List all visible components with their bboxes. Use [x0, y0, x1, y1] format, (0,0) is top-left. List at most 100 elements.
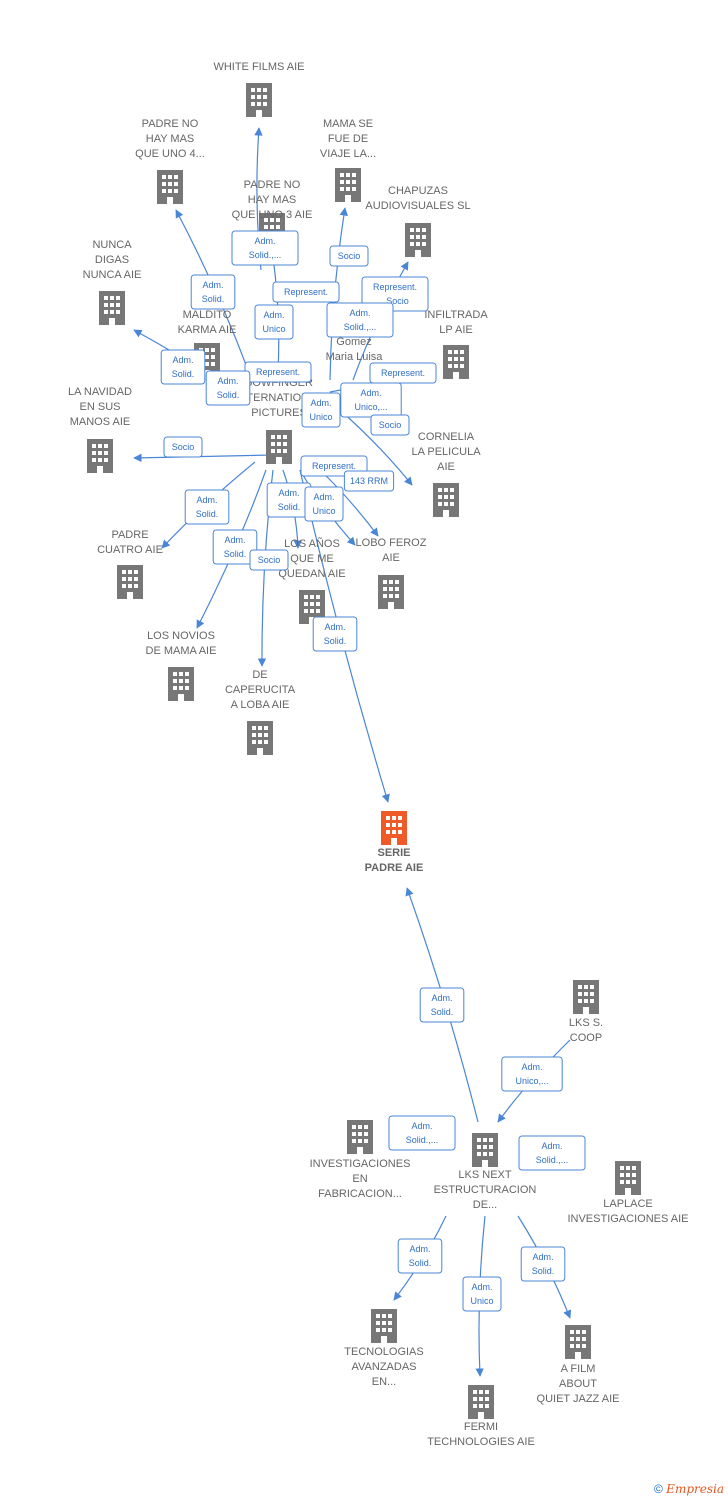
node-label-line: HAY MAS: [248, 194, 297, 206]
company-node-tecnologias[interactable]: TECNOLOGIASAVANZADASEN...: [344, 1309, 424, 1388]
relation-label[interactable]: Represent.: [244, 361, 312, 383]
relation-label-text: Adm.: [471, 1282, 492, 1292]
relation-label-box: [272, 281, 340, 303]
relation-label[interactable]: Adm.Solid.,...: [231, 230, 299, 266]
relation-label[interactable]: Adm.Solid.: [205, 370, 251, 406]
node-label-line: QUEDAN AIE: [278, 568, 345, 580]
relation-label[interactable]: Adm.Unico,...: [340, 382, 402, 418]
relation-label-text: Adm.: [263, 310, 284, 320]
relation-label-text: Adm.: [172, 355, 193, 365]
node-label-line: Gomez: [336, 336, 371, 348]
relation-label[interactable]: Adm.Solid.: [397, 1238, 443, 1274]
company-node-lks[interactable]: LKS S.COOP: [569, 980, 603, 1044]
relation-label[interactable]: Adm.Solid.,...: [326, 302, 394, 338]
node-label-line: VIAJE LA...: [320, 148, 376, 160]
relation-label[interactable]: Adm.Unico: [301, 392, 341, 428]
relation-label[interactable]: Adm.Unico: [304, 486, 344, 522]
relation-label-text: Adm.: [217, 376, 238, 386]
node-label-line: HAY MAS: [146, 133, 195, 145]
relation-label-box: [518, 1135, 586, 1171]
relation-label[interactable]: Adm.Solid.: [520, 1246, 566, 1282]
relation-label-box: [163, 436, 203, 458]
relation-label[interactable]: Adm.Solid.: [266, 482, 312, 518]
building-icon: [266, 430, 292, 464]
relation-label-text: Represent.: [256, 367, 300, 377]
relation-label[interactable]: Adm. Solid.: [160, 349, 206, 385]
relation-label[interactable]: Adm.Solid.,...: [518, 1135, 586, 1171]
relation-label-text: Adm.: [521, 1062, 542, 1072]
building-icon: [157, 170, 183, 204]
node-label-line: MAMA SE: [323, 118, 373, 130]
relation-label-text: Solid.: [532, 1266, 555, 1276]
node-label-line: CORNELIA: [418, 431, 475, 443]
copyright-icon: ©: [653, 1482, 663, 1496]
node-label-line: PICTURES: [251, 407, 307, 419]
relation-label[interactable]: Adm.Unico: [462, 1276, 502, 1312]
relation-label[interactable]: Adm.Unico: [254, 304, 294, 340]
node-label-line: INVESTIGACIONES: [310, 1158, 411, 1170]
company-node-white[interactable]: WHITE FILMS AIE: [213, 61, 305, 117]
relation-label-box: [190, 274, 236, 310]
relation-label[interactable]: Socio: [163, 436, 203, 458]
relation-edge: [133, 453, 273, 463]
brand-footer: © Empresia: [654, 1482, 724, 1496]
building-icon: [246, 83, 272, 117]
company-node-investigaciones[interactable]: INVESTIGACIONESENFABRICACION...: [310, 1120, 411, 1200]
relation-label[interactable]: Adm.Solid.: [184, 489, 230, 525]
relation-label[interactable]: Socio: [249, 549, 289, 571]
node-label-line: LOBO FEROZ: [356, 537, 427, 549]
relation-label-box: [160, 349, 206, 385]
building-icon: [573, 980, 599, 1014]
relation-label[interactable]: Adm.Solid.: [419, 987, 465, 1023]
relation-label-box: [312, 616, 358, 652]
node-label-line: WHITE FILMS AIE: [213, 61, 304, 73]
node-label-line: INVESTIGACIONES AIE: [567, 1213, 688, 1225]
relation-label-text: Solid.: [409, 1258, 432, 1268]
relation-label-box: [501, 1056, 563, 1092]
relation-label[interactable]: Adm.Solid.: [212, 529, 258, 565]
relation-label[interactable]: Socio: [329, 245, 369, 267]
relation-label-text: Solid.,...: [406, 1135, 439, 1145]
relation-label[interactable]: Represent.: [369, 362, 437, 384]
relation-label-text: Represent.: [312, 461, 356, 471]
relation-label[interactable]: 143 RRM: [343, 470, 395, 492]
relation-label[interactable]: Adm.Unico,...: [501, 1056, 563, 1092]
node-label-line: TECNOLOGIAS: [344, 1346, 423, 1358]
relation-label[interactable]: Socio: [370, 414, 410, 436]
relation-label-box: [304, 486, 344, 522]
relation-label[interactable]: Represent.: [272, 281, 340, 303]
relation-label-text: Solid.,...: [249, 250, 282, 260]
relation-label-text: Adm.: [349, 308, 370, 318]
relation-label-text: Adm.: [224, 535, 245, 545]
company-node-lksnext[interactable]: LKS NEXTESTRUCTURACIONDE...: [434, 1133, 537, 1211]
building-icon: [565, 1325, 591, 1359]
relation-label[interactable]: Adm. Solid.: [190, 274, 236, 310]
relation-label-text: Adm.: [541, 1141, 562, 1151]
relation-label[interactable]: Adm.Solid.: [312, 616, 358, 652]
relation-label[interactable]: Adm.Solid.,...: [388, 1115, 456, 1151]
node-label-line: INTERNATIONAL: [235, 392, 322, 404]
relation-label-text: Solid.: [172, 369, 195, 379]
relation-label-text: Adm.: [202, 280, 223, 290]
relation-label-text: Solid.: [202, 294, 225, 304]
